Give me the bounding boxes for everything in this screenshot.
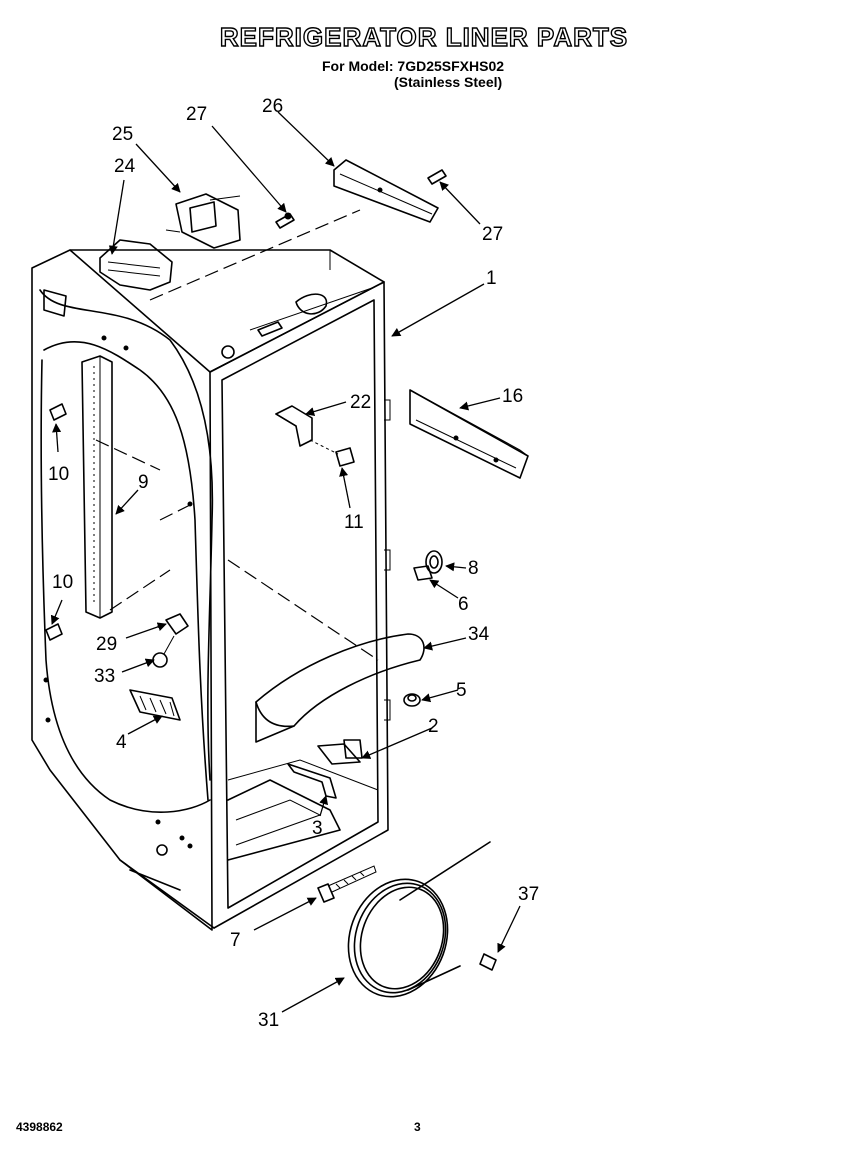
callout-11: 11 — [344, 512, 364, 533]
callout-1: 1 — [486, 268, 497, 289]
liner-cabinet — [31, 249, 391, 931]
part-25-bracket — [165, 193, 241, 249]
callout-labels: 1 2 3 4 5 6 7 8 9 10 10 11 16 22 24 25 2… — [48, 96, 539, 1031]
callout-29: 29 — [96, 634, 117, 655]
callout-7: 7 — [230, 930, 241, 951]
callout-31: 31 — [258, 1010, 279, 1031]
part-11-screw — [309, 439, 355, 467]
part-10-screw-lower — [45, 623, 63, 641]
callout-10-upper: 10 — [48, 464, 69, 485]
callout-9: 9 — [138, 472, 149, 493]
part-26-channel — [333, 159, 439, 223]
callout-16: 16 — [502, 386, 523, 407]
page-number: 3 — [414, 1120, 421, 1134]
callout-26: 26 — [262, 96, 283, 117]
callout-33: 33 — [94, 666, 115, 687]
part-31-tubing — [347, 841, 491, 998]
callout-27-left: 27 — [186, 104, 207, 125]
callout-6: 6 — [458, 594, 469, 615]
callout-37: 37 — [518, 884, 539, 905]
callout-5: 5 — [456, 680, 467, 701]
callout-10-lower: 10 — [52, 572, 73, 593]
part-4-grille — [129, 689, 181, 721]
callout-22: 22 — [350, 392, 371, 413]
part-33-bulb — [152, 635, 175, 668]
callout-4: 4 — [116, 732, 127, 753]
part-37-screw — [479, 953, 497, 971]
callout-2: 2 — [428, 716, 439, 737]
document-number: 4398862 — [16, 1120, 63, 1134]
callout-24: 24 — [114, 156, 136, 177]
part-7-cable-tie — [317, 865, 377, 903]
part-10-screw-upper — [49, 403, 67, 421]
part-27-screw-right — [427, 169, 447, 185]
part-24-housing — [99, 239, 173, 291]
part-29-socket — [157, 613, 189, 635]
part-9-rail — [81, 355, 113, 619]
part-5-nut — [403, 693, 421, 707]
part-16-support — [409, 389, 529, 479]
page-title: REFRIGERATOR LINER PARTS — [219, 21, 629, 52]
model-number: For Model: 7GD25SFXHS02 — [322, 58, 505, 74]
part-6-screw — [413, 565, 433, 581]
part-2-bracket — [317, 739, 363, 765]
callout-27-right: 27 — [482, 224, 503, 245]
part-34-cover — [255, 633, 425, 743]
callout-8: 8 — [468, 558, 479, 579]
callout-34: 34 — [468, 624, 490, 645]
part-22-clip — [275, 405, 313, 447]
part-27-screw-left — [275, 212, 295, 229]
part-8-bumper — [425, 550, 443, 574]
callout-3: 3 — [312, 818, 323, 839]
leader-lines — [50, 111, 521, 1013]
model-variant: (Stainless Steel) — [394, 74, 503, 90]
callout-25: 25 — [112, 124, 133, 145]
